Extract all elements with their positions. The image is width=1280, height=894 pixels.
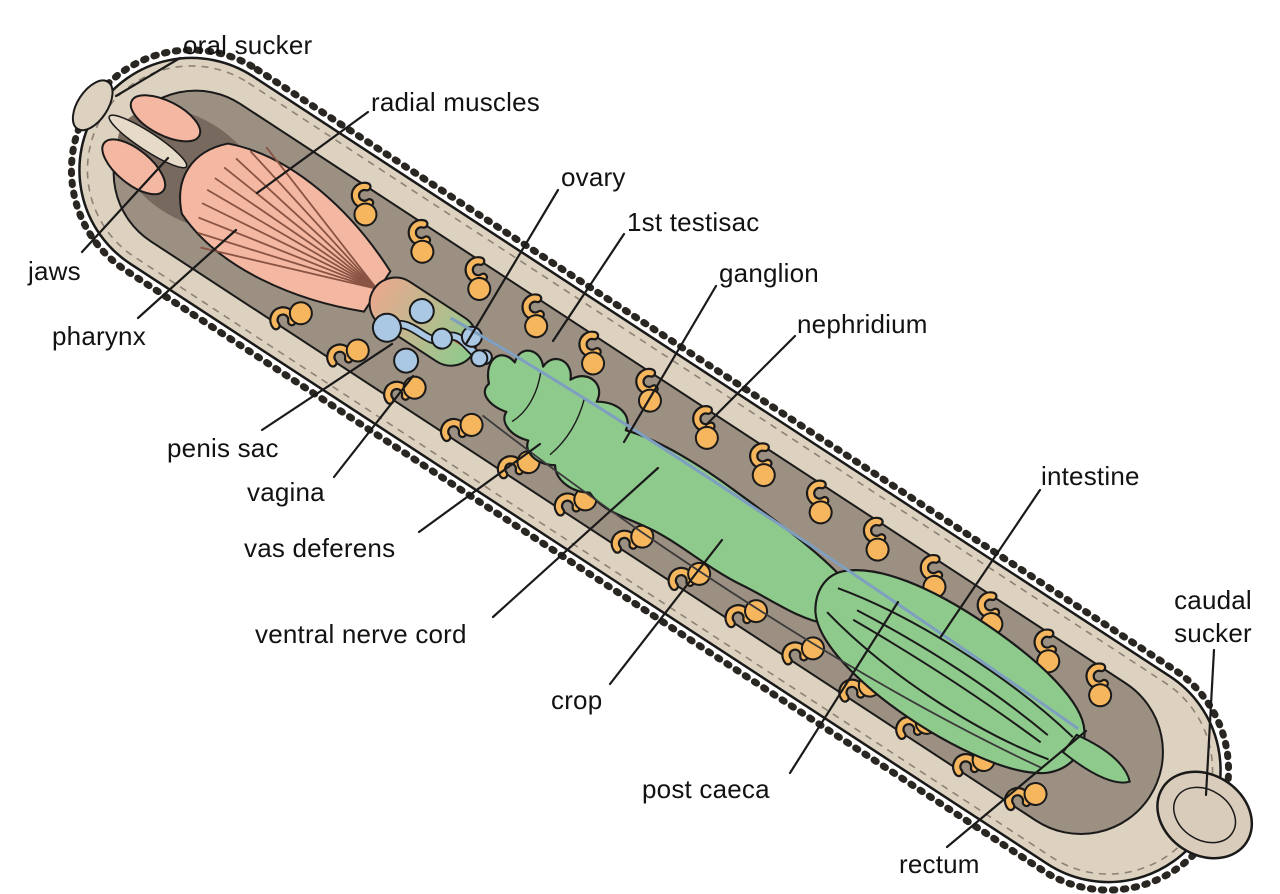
label-vagina: vagina: [247, 477, 325, 507]
label-oral-sucker: oral sucker: [183, 30, 313, 60]
leader-line-nephridium: [704, 334, 797, 427]
vas-deferens-line: [449, 316, 1080, 730]
mouth-slit-shape: [108, 114, 188, 169]
leader-line-caudal-sucker: [1204, 648, 1216, 797]
leader-line-jaws: [80, 156, 170, 254]
label-ganglion: ganglion: [719, 258, 819, 288]
leader-line-ovary: [464, 188, 560, 346]
label-pharynx: pharynx: [52, 321, 146, 351]
label-jaws: jaws: [28, 256, 81, 286]
leader-line-ganglion: [622, 284, 718, 444]
label-radial-muscles: radial muscles: [371, 87, 540, 117]
jaw-lower-shape: [101, 138, 167, 196]
leader-line-intestine: [938, 488, 1042, 640]
radial-muscle-lines: [197, 146, 378, 290]
post-caeca-intestine-shape: [814, 569, 1086, 775]
leech-body: [67, 46, 1254, 894]
leader-line-pharynx: [136, 228, 238, 320]
label-intestine: intestine: [1041, 461, 1140, 491]
leader-line-rectum: [945, 729, 1088, 849]
leader-lines: [80, 56, 1216, 849]
rectum-shape: [1061, 733, 1131, 784]
leader-line-ventral-nerve-cord: [491, 466, 660, 619]
label-nephridium: nephridium: [797, 309, 928, 339]
label-ventral-nerve-cord: ventral nerve cord: [255, 619, 467, 649]
label-ovary: ovary: [561, 162, 626, 192]
label-caudal-sucker: caudal sucker: [1174, 585, 1252, 648]
leader-line-crop: [608, 538, 724, 686]
label-post-caeca: post caeca: [642, 774, 770, 804]
oral-sucker-shape: [71, 79, 114, 132]
jaw-upper-shape: [129, 94, 202, 143]
lateral-line: [482, 414, 1042, 769]
leader-line-vas-deferens: [417, 442, 542, 534]
leader-line-vagina: [332, 374, 415, 479]
label-1st-testisac: 1st testisac: [627, 207, 760, 237]
leader-line-penis-sac: [260, 342, 394, 432]
caudal-sucker-rim: [1173, 786, 1237, 844]
label-penis-sac: penis sac: [167, 433, 279, 463]
label-vas-deferens: vas deferens: [244, 533, 396, 563]
intestine-lobe-lines: [826, 587, 1074, 761]
label-rectum: rectum: [899, 849, 980, 879]
label-crop: crop: [551, 685, 603, 715]
crop-texture-lines: [511, 372, 586, 456]
leader-line-1st-testisac: [551, 232, 626, 343]
leader-line-post-caeca: [788, 600, 900, 775]
leader-line-oral-sucker: [114, 56, 182, 98]
reproductive-cluster: [371, 298, 489, 374]
penis-sac-shape: [371, 312, 402, 343]
leader-line-radial-muscles: [255, 110, 370, 195]
vagina-shape: [393, 347, 420, 374]
